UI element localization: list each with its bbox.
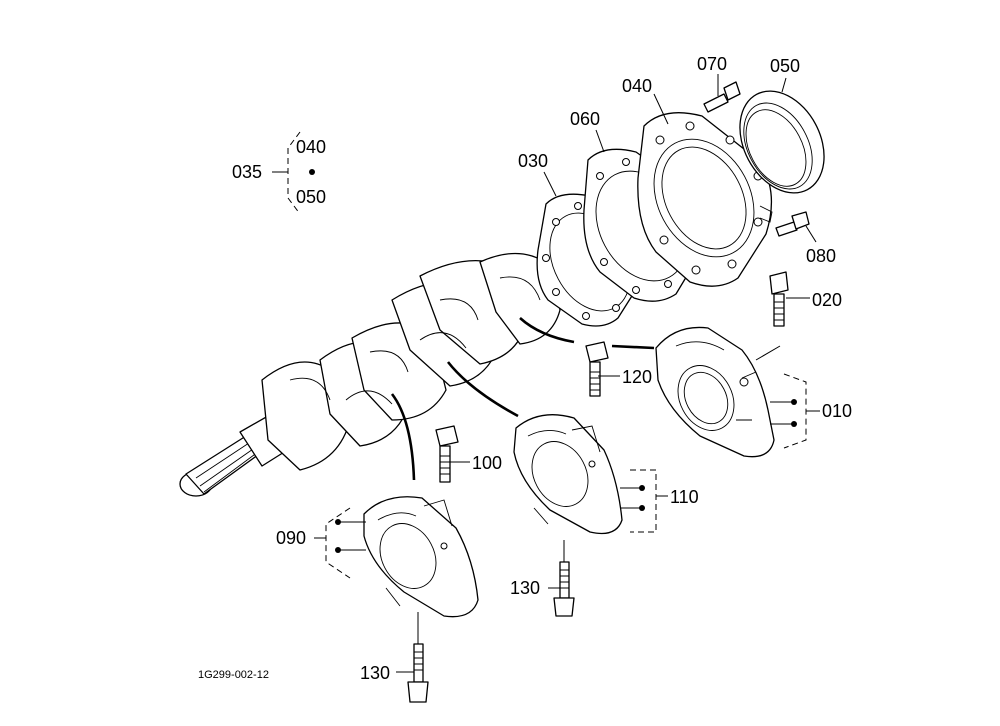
label-035: 035	[232, 162, 262, 182]
bearing-case-090	[363, 496, 479, 618]
bolt-070	[703, 81, 741, 113]
label-030: 030	[518, 151, 548, 171]
lead-line-010b	[611, 344, 655, 350]
crankshaft	[179, 252, 561, 497]
label-110: 110	[670, 487, 699, 507]
bolt-120	[585, 341, 609, 397]
housing-040	[637, 112, 773, 287]
bolt-080	[775, 211, 810, 237]
label-035-040: 040	[296, 137, 326, 157]
bolt-130-low	[407, 643, 429, 703]
bracket-090	[314, 507, 366, 579]
bracket-110	[620, 469, 668, 533]
label-020: 020	[812, 290, 842, 310]
bolt-100	[435, 425, 459, 483]
label-035-050: 050	[296, 187, 326, 207]
label-010: 010	[822, 401, 852, 421]
lead-line-110	[446, 361, 519, 418]
label-130-mid: 130	[510, 578, 540, 598]
label-100: 100	[472, 453, 502, 473]
oil-seal-050	[739, 90, 825, 194]
label-120: 120	[622, 367, 652, 387]
bearing-case-010	[655, 326, 775, 458]
label-090: 090	[276, 528, 306, 548]
label-070: 070	[697, 54, 727, 74]
bearing-case-110	[513, 414, 623, 535]
label-050: 050	[770, 56, 800, 76]
label-080: 080	[806, 246, 836, 266]
label-040: 040	[622, 76, 652, 96]
bracket-010	[770, 373, 820, 449]
bolt-020	[769, 271, 789, 327]
label-130-low: 130	[360, 663, 390, 683]
bolt-130-mid	[553, 561, 575, 617]
bracket-035	[272, 131, 315, 215]
label-060: 060	[570, 109, 600, 129]
drawing-reference: 1G299-002-12	[198, 669, 269, 681]
lead-line-010	[519, 317, 575, 344]
lead-line-090	[390, 393, 416, 481]
leader-lines	[396, 74, 817, 673]
